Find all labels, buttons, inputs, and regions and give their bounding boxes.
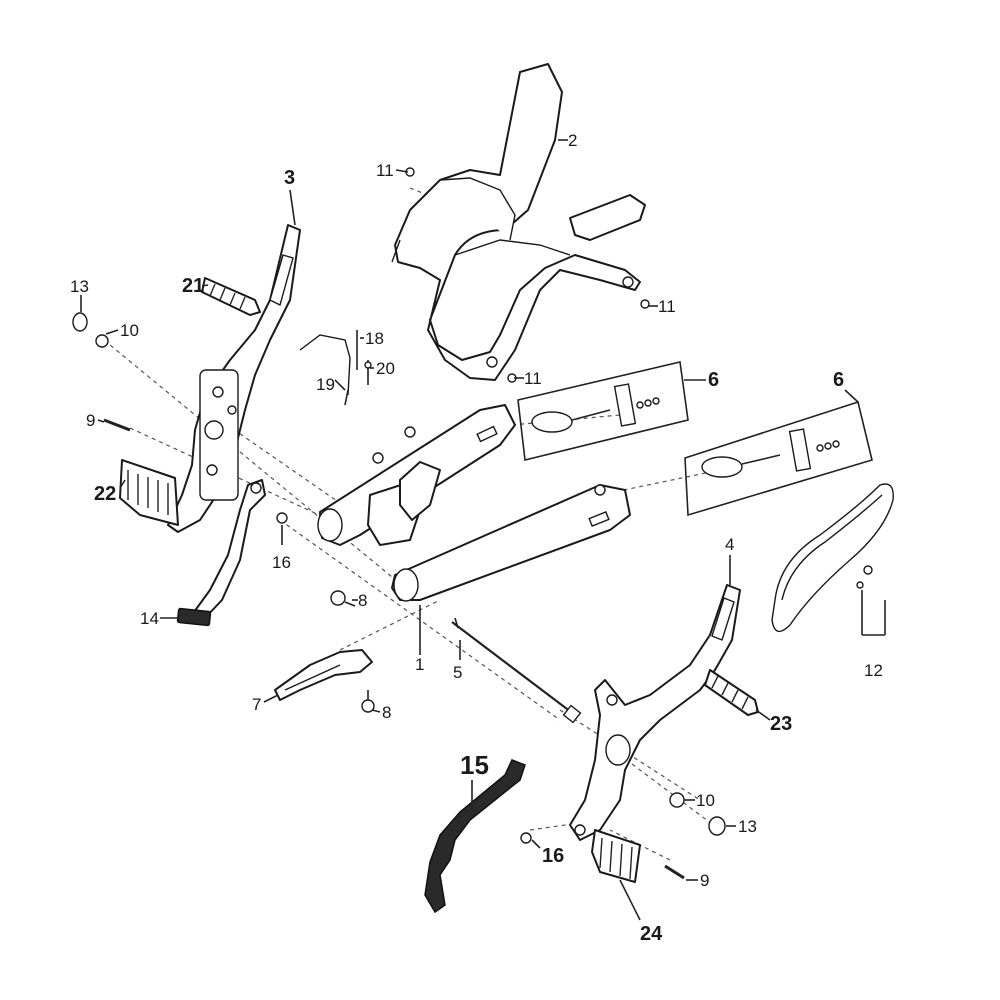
callout-9-right: 9 bbox=[700, 871, 709, 890]
chain-guide-part bbox=[274, 649, 373, 701]
callout-8-upper: 8 bbox=[358, 591, 367, 610]
callout-2: 2 bbox=[568, 131, 577, 150]
callout-8-lower: 8 bbox=[382, 703, 391, 722]
brake-pedal-part bbox=[176, 479, 266, 627]
callout-12: 12 bbox=[864, 661, 883, 680]
callout-1: 1 bbox=[415, 655, 424, 674]
callout-10-left: 10 bbox=[120, 321, 139, 340]
callout-13-left: 13 bbox=[70, 277, 89, 296]
callout-16-left: 16 bbox=[272, 553, 291, 572]
callout-20: 20 bbox=[376, 359, 395, 378]
rear-axle-part bbox=[451, 617, 582, 724]
left-pillion-peg-part bbox=[201, 277, 261, 316]
callout-24: 24 bbox=[640, 923, 663, 945]
callout-6-lower: 6 bbox=[833, 369, 844, 391]
chain-adjuster-set-lower bbox=[684, 400, 873, 517]
callouts: 1 2 3 4 5 6 6 7 8 8 9 9 10 10 11 11 11 1… bbox=[70, 131, 883, 945]
left-footrest-bracket-part bbox=[167, 224, 301, 533]
spring-pin-parts bbox=[299, 330, 372, 406]
callout-7: 7 bbox=[252, 695, 261, 714]
callout-11-low: 11 bbox=[524, 369, 542, 388]
callout-21: 21 bbox=[182, 275, 204, 297]
callout-23: 23 bbox=[770, 713, 792, 735]
leader-lines bbox=[80, 139, 886, 921]
drive-chain-part bbox=[771, 483, 894, 633]
callout-11-mid: 11 bbox=[658, 297, 676, 316]
callout-10-right: 10 bbox=[696, 791, 715, 810]
callout-15: 15 bbox=[460, 750, 489, 780]
callout-16-right: 16 bbox=[542, 845, 564, 867]
callout-6-upper: 6 bbox=[708, 369, 719, 391]
callout-22: 22 bbox=[94, 483, 116, 505]
chain-adjuster-set-upper bbox=[517, 361, 689, 461]
right-pillion-peg-part bbox=[704, 669, 759, 716]
bolt-8-parts bbox=[330, 590, 375, 713]
callout-18: 18 bbox=[365, 329, 384, 348]
callout-4: 4 bbox=[725, 535, 734, 554]
callout-13-right: 13 bbox=[738, 817, 757, 836]
callout-11-top: 11 bbox=[376, 161, 394, 180]
swing-arm-part bbox=[317, 404, 631, 602]
callout-14: 14 bbox=[140, 609, 159, 628]
left-rider-peg-part bbox=[119, 459, 179, 526]
callout-5: 5 bbox=[453, 663, 462, 682]
callout-3: 3 bbox=[284, 167, 295, 189]
right-footrest-bracket-part bbox=[569, 584, 741, 841]
right-rider-peg-part bbox=[591, 829, 641, 883]
callout-19: 19 bbox=[316, 375, 335, 394]
gear-shift-lever-part bbox=[424, 759, 526, 914]
callout-9-left: 9 bbox=[86, 411, 95, 430]
rear-fender-part bbox=[391, 63, 646, 381]
fasteners bbox=[72, 167, 726, 880]
